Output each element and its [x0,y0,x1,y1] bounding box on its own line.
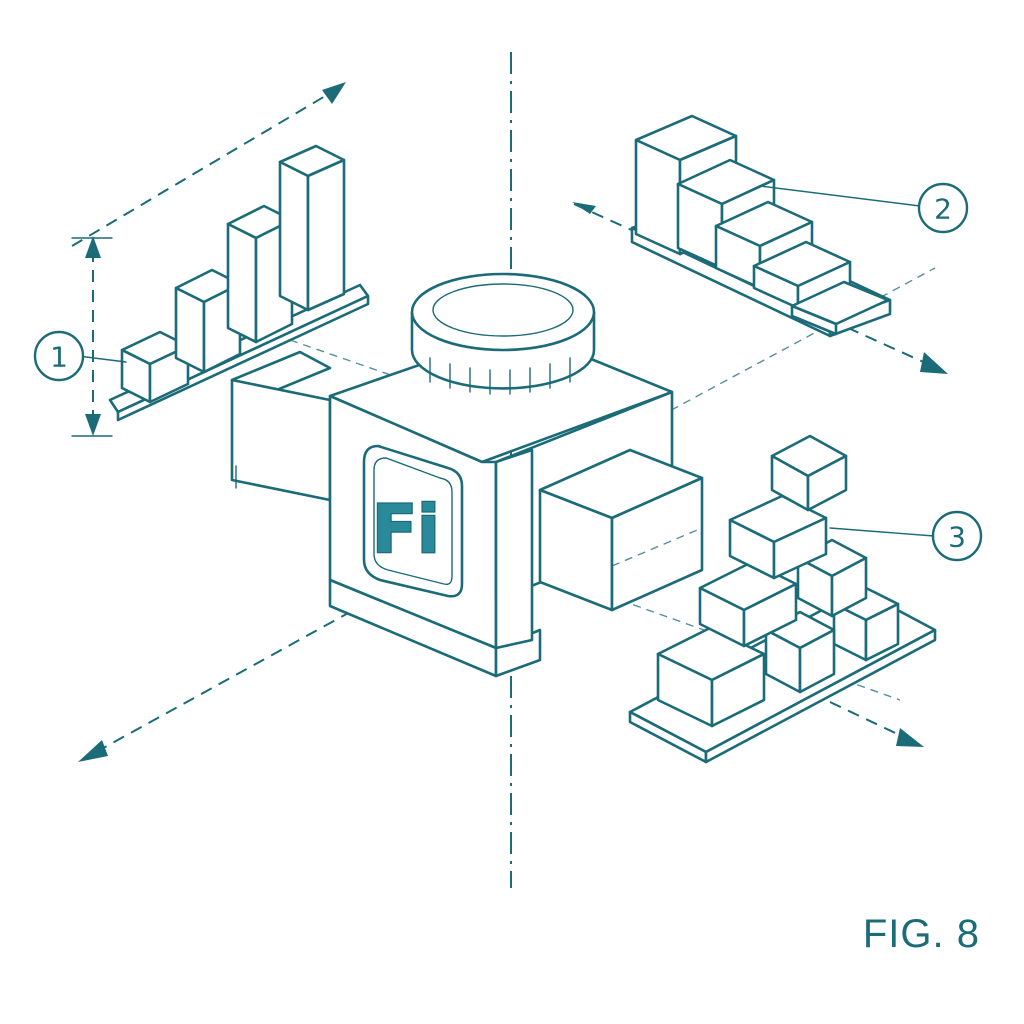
arrow-down-right-small-icon [896,728,924,747]
callout-3-number: 3 [948,521,966,554]
fi-logo-icon: Fi [362,444,464,598]
step-5 [790,280,890,336]
left-module [230,350,332,502]
housing-edge [494,448,534,650]
box-middle-back [796,538,868,618]
callout-1: 1 [33,330,127,382]
arrow-down-left-icon [78,740,108,762]
arrow-down-icon [85,414,101,436]
lid-cylinder [410,272,596,395]
central-unit: Fi [230,272,704,678]
arrow-down-right-icon [920,352,948,374]
arrow-tail-icon [572,202,596,214]
column-4 [278,144,346,312]
callout-2: 2 [759,182,969,234]
box-bottom-front [656,626,766,728]
stepped-blocks-group [630,114,892,338]
right-module [538,448,704,612]
callouts: 1 2 3 [33,182,983,562]
stacked-boxes-group [628,434,937,764]
arrow-up-icon [85,236,101,258]
callout-1-number: 1 [50,341,68,374]
column-2 [174,268,242,374]
figure-label: FIG. 8 [862,912,980,956]
bar-columns-group [108,144,370,422]
arrow-up-right-icon [322,82,346,104]
callout-3: 3 [829,510,983,562]
box-top [770,434,848,512]
box-middle-front [698,560,798,648]
logo-text: Fi [372,491,440,568]
diagonal-axis-right-bottom [619,599,901,701]
callout-2-number: 2 [934,193,952,226]
